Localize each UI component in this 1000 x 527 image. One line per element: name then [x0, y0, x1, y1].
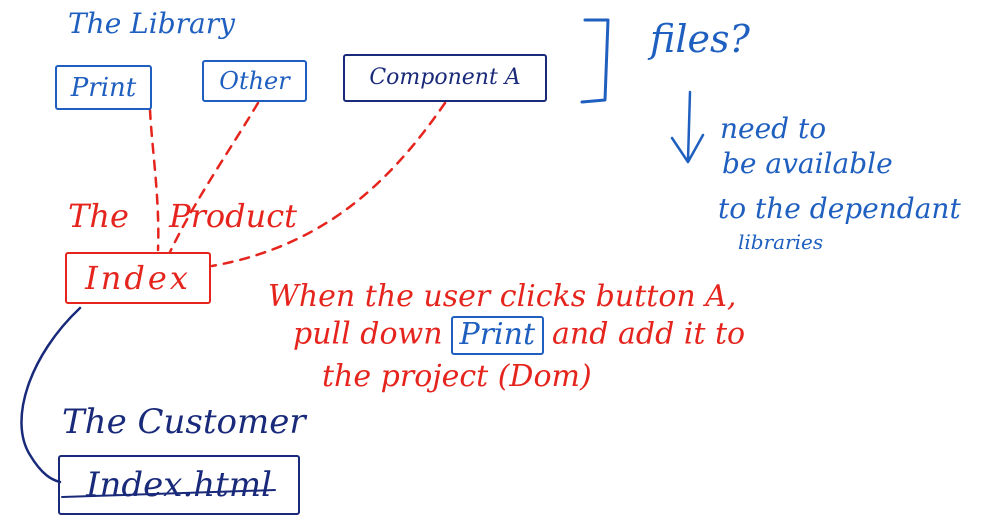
library-box-component-a: Component A [343, 54, 547, 102]
connector-index-customer [20, 306, 82, 484]
library-heading: The Library [68, 7, 235, 40]
bracket-note: files? [650, 17, 750, 61]
customer-heading: The Customer [62, 402, 306, 442]
library-box-print: Print [55, 65, 152, 110]
library-box-other: Other [202, 60, 307, 102]
connector-component-index [210, 101, 447, 268]
side-note-line-2: be available [722, 147, 893, 180]
product-note-print-box: Print [450, 316, 545, 355]
product-note-line-3: the project (Dom) [322, 359, 592, 394]
product-box-index: Index [65, 252, 211, 304]
connector-other-index [168, 101, 260, 254]
connector-print-index [148, 108, 160, 252]
product-note-line-1: When the user clicks button A, [268, 279, 737, 314]
down-arrow-icon [670, 90, 705, 164]
product-heading: The Product [68, 197, 298, 235]
customer-box-index-html: Index.html [58, 455, 300, 515]
product-note-pull-down: pull down [293, 316, 443, 352]
side-note-line-3: to the dependant [718, 192, 961, 225]
side-note-line-4: libraries [738, 230, 824, 254]
side-note-line-1: need to [720, 112, 827, 145]
index-html-strike [61, 489, 276, 498]
library-bracket [580, 18, 610, 104]
product-note-add: and add it to [552, 316, 746, 352]
